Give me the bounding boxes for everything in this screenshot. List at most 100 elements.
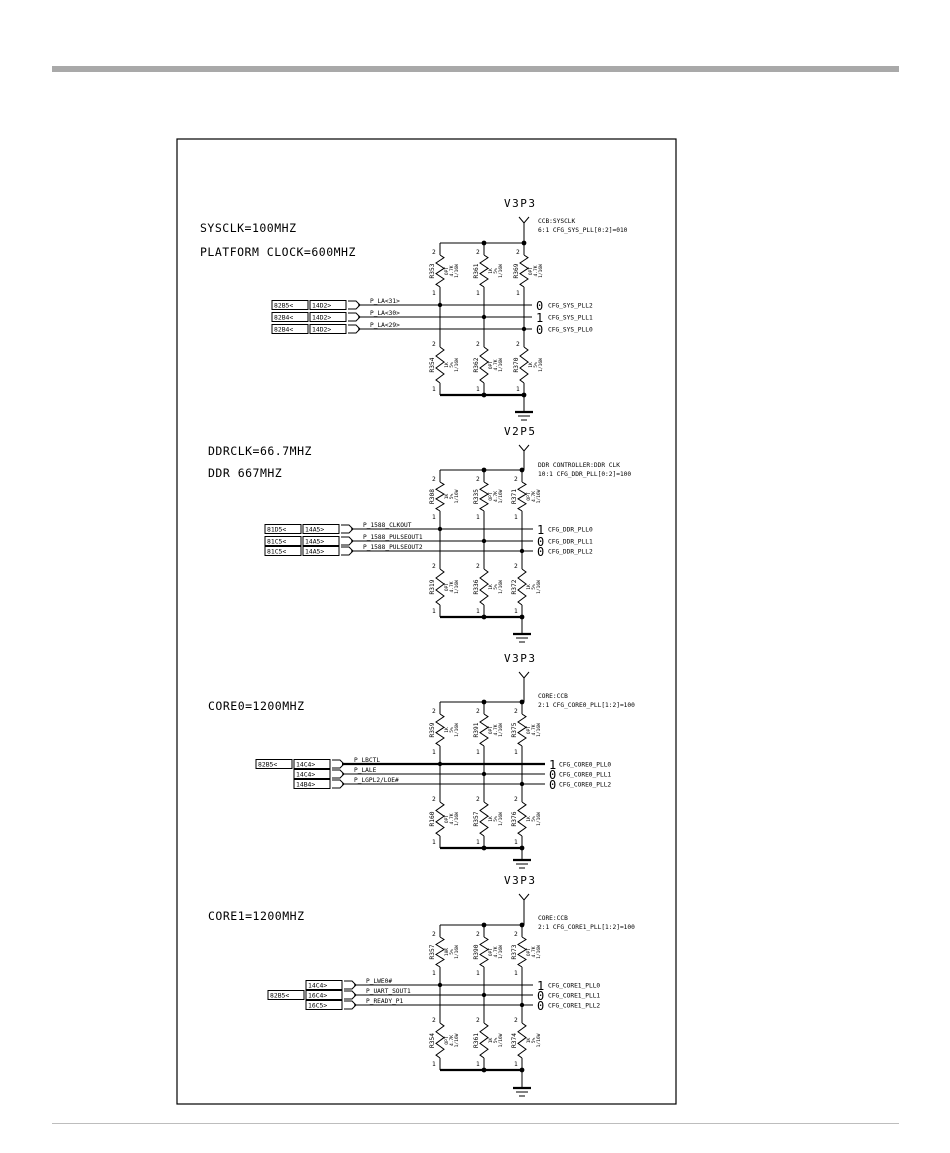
pin-number: 1 <box>514 1061 518 1068</box>
section-title: DDRCLK=66.7MHZ <box>208 444 312 458</box>
config-signal-name: CFG_CORE1_PLL0 <box>548 983 600 990</box>
resistor-symbol <box>479 713 489 747</box>
resistor-ref: R335 <box>473 489 480 504</box>
reference-tag-box <box>305 990 343 1000</box>
resistor-ref: R371 <box>511 489 518 504</box>
resistor-value: 4.7K <box>531 724 537 735</box>
pin-number: 1 <box>476 514 480 521</box>
resistor-value: 5% <box>531 584 537 590</box>
signal-net-name: P_LGPL2/LOE# <box>354 777 399 784</box>
reference-tag-box <box>264 524 302 534</box>
resistor-symbol <box>479 568 489 606</box>
resistor-ref: R357 <box>429 944 436 959</box>
reference-tag: 81C5< <box>267 538 286 546</box>
resistor-ref: R373 <box>511 944 518 959</box>
resistor-value: OPT <box>488 726 494 735</box>
resistor-ref: R369 <box>513 263 520 278</box>
resistor-value: 1/16W <box>454 264 460 278</box>
reference-tag-box <box>271 324 309 334</box>
resistor-symbol <box>435 936 445 968</box>
resistor-value: OPT <box>444 1036 450 1045</box>
resistor-value: 5% <box>493 268 499 274</box>
config-signal-name: CFG_SYS_PLL1 <box>548 315 593 322</box>
resistor-value: 5% <box>449 494 455 500</box>
pin-number: 1 <box>514 839 518 846</box>
power-rail-label: V3P3 <box>504 874 537 887</box>
resistor-ref: R370 <box>513 357 520 372</box>
resistor-symbol <box>435 346 445 384</box>
reference-tag-box <box>271 312 309 322</box>
signal-net-name: P_LWE0# <box>366 978 392 985</box>
signal-net-name: P_1588_CLKOUT <box>363 522 412 529</box>
reference-tag: 14A5> <box>305 538 324 546</box>
resistor-value: 4.7K <box>449 265 455 276</box>
reference-tag: 82B4< <box>274 326 293 334</box>
resistor-value: OPT <box>444 267 450 276</box>
resistor-value: 1/16W <box>536 1033 542 1047</box>
resistor-value: 4.7K <box>531 946 537 957</box>
section-title: PLATFORM CLOCK=600MHZ <box>200 245 356 259</box>
resistor-value: OPT <box>488 492 494 501</box>
reference-tag-box <box>302 536 340 546</box>
reference-tag-box <box>293 759 331 769</box>
resistor-value: 5% <box>531 1038 537 1044</box>
reference-tag-box <box>305 1000 343 1010</box>
pin-number: 2 <box>476 476 480 483</box>
resistor-symbol <box>517 1022 527 1059</box>
offpage-connector <box>348 300 361 310</box>
signal-net-name: P_LA<31> <box>370 298 400 305</box>
resistor-value: 1/16W <box>498 1033 504 1047</box>
resistor-ref: R361 <box>473 1033 480 1048</box>
reference-tag-box <box>264 536 302 546</box>
pin-number: 2 <box>432 249 436 256</box>
resistor-ref: R359 <box>429 722 436 737</box>
resistor-symbol <box>517 801 527 837</box>
resistor-symbol <box>517 936 527 968</box>
resistor-value: OPT <box>444 583 450 592</box>
pin-number: 1 <box>476 386 480 393</box>
pin-number: 1 <box>432 749 436 756</box>
signal-net-name: P_LBCTL <box>354 757 380 764</box>
pin-number: 1 <box>476 970 480 977</box>
pin-number: 1 <box>516 386 520 393</box>
pin-number: 1 <box>432 514 436 521</box>
config-signal-name: CFG_CORE1_PLL2 <box>548 1003 600 1010</box>
reference-tag: 81C5< <box>267 548 286 556</box>
signal-net-name: P_1588_PULSEOUT1 <box>363 534 423 541</box>
resistor-symbol <box>519 254 529 288</box>
resistor-value: 5% <box>493 584 499 590</box>
pin-number: 1 <box>476 839 480 846</box>
resistor-value: 1/16W <box>536 580 542 594</box>
pin-number: 2 <box>432 931 436 938</box>
offpage-connector <box>348 324 361 334</box>
pin-number: 2 <box>432 563 436 570</box>
reference-tag: 14C4> <box>296 761 315 769</box>
reference-tag: 14B4> <box>296 781 315 789</box>
pin-number: 2 <box>476 931 480 938</box>
config-bit-value: 0 <box>549 778 556 792</box>
pin-number: 2 <box>514 708 518 715</box>
resistor-value: OPT <box>488 361 494 370</box>
config-bit-value: 0 <box>537 535 544 549</box>
signal-net-name: P_READY_P1 <box>366 998 404 1005</box>
config-note: CORE:CCB <box>538 693 568 700</box>
pin-number: 1 <box>476 1061 480 1068</box>
resistor-symbol <box>517 568 527 606</box>
pin-number: 1 <box>514 749 518 756</box>
config-bit-value: 0 <box>537 545 544 559</box>
offpage-connector <box>348 312 361 322</box>
resistor-value: 1/16W <box>498 580 504 594</box>
reference-tag-box <box>293 769 331 779</box>
resistor-value: 5% <box>449 727 455 733</box>
resistor-value: 5% <box>493 816 499 822</box>
section-title: DDR 667MHZ <box>208 466 282 480</box>
resistor-value: 1/16W <box>536 945 542 959</box>
pin-number: 1 <box>432 386 436 393</box>
resistor-value: 1/16W <box>538 264 544 278</box>
pin-number: 1 <box>516 290 520 297</box>
reference-tag: 81D5< <box>267 526 286 534</box>
pin-number: 2 <box>476 341 480 348</box>
